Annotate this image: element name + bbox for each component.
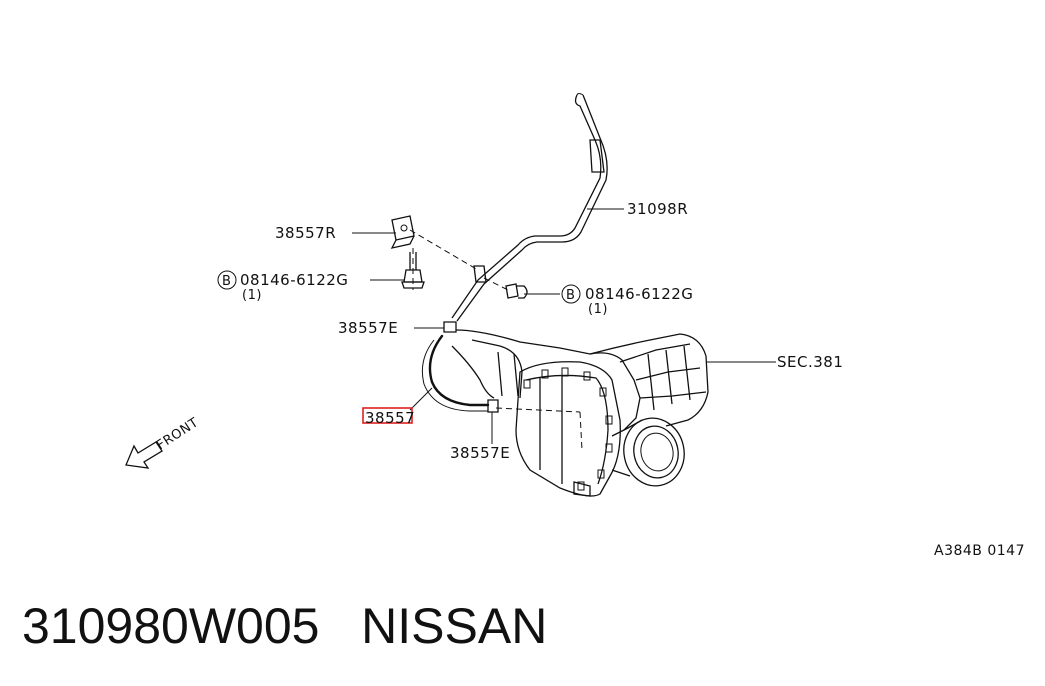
label-bolt-left: 08146-6122G bbox=[240, 271, 348, 289]
label-31098R: 31098R bbox=[627, 200, 688, 218]
label-clip-top: 38557E bbox=[338, 319, 398, 337]
bolt-right bbox=[505, 283, 528, 299]
label-bolt-left-qty: (1) bbox=[242, 288, 262, 303]
clip-top bbox=[443, 321, 457, 333]
parts-diagram: 31098R 38557R B 08146-6122G (1) B 08146-… bbox=[125, 93, 843, 497]
front-icon-label: FRONT bbox=[154, 415, 202, 453]
leader-lines bbox=[352, 208, 776, 444]
clip-bottom bbox=[487, 399, 499, 413]
label-clip-bottom: 38557E bbox=[450, 444, 510, 462]
label-bolt-right: 08146-6122G bbox=[585, 285, 693, 303]
breather-tube bbox=[451, 93, 608, 322]
label-hose: 38557 bbox=[365, 409, 415, 427]
footer-brand: NISSAN bbox=[361, 598, 548, 654]
bolt-left-callout: B 08146-6122G (1) bbox=[217, 270, 348, 303]
bolt-right-circle-letter: B bbox=[566, 288, 575, 303]
differential-housing bbox=[451, 329, 709, 497]
footer-part-number: 310980W005 bbox=[22, 598, 320, 654]
bolt-right-callout: B 08146-6122G (1) bbox=[561, 284, 693, 317]
dashed-guide bbox=[579, 411, 583, 451]
hose-callout[interactable]: 38557 bbox=[362, 407, 415, 427]
dashed-guide bbox=[409, 229, 479, 271]
bracket-38557R bbox=[390, 215, 415, 249]
dashed-guide bbox=[495, 407, 581, 413]
dashed-guide bbox=[483, 277, 509, 291]
label-section-ref: SEC.381 bbox=[777, 353, 843, 371]
label-38557R: 38557R bbox=[275, 224, 336, 242]
label-bolt-right-qty: (1) bbox=[588, 302, 608, 317]
bolt-left-circle-letter: B bbox=[222, 274, 231, 289]
bolt-left bbox=[401, 252, 425, 289]
highlight-box bbox=[362, 407, 413, 424]
diagram-code: A384B 0147 bbox=[934, 543, 1025, 559]
case-bolts bbox=[523, 367, 613, 491]
hose-38557 bbox=[421, 334, 490, 412]
footer-title: 310980W005 NISSAN bbox=[22, 597, 547, 655]
front-arrow: FRONT bbox=[125, 415, 202, 469]
